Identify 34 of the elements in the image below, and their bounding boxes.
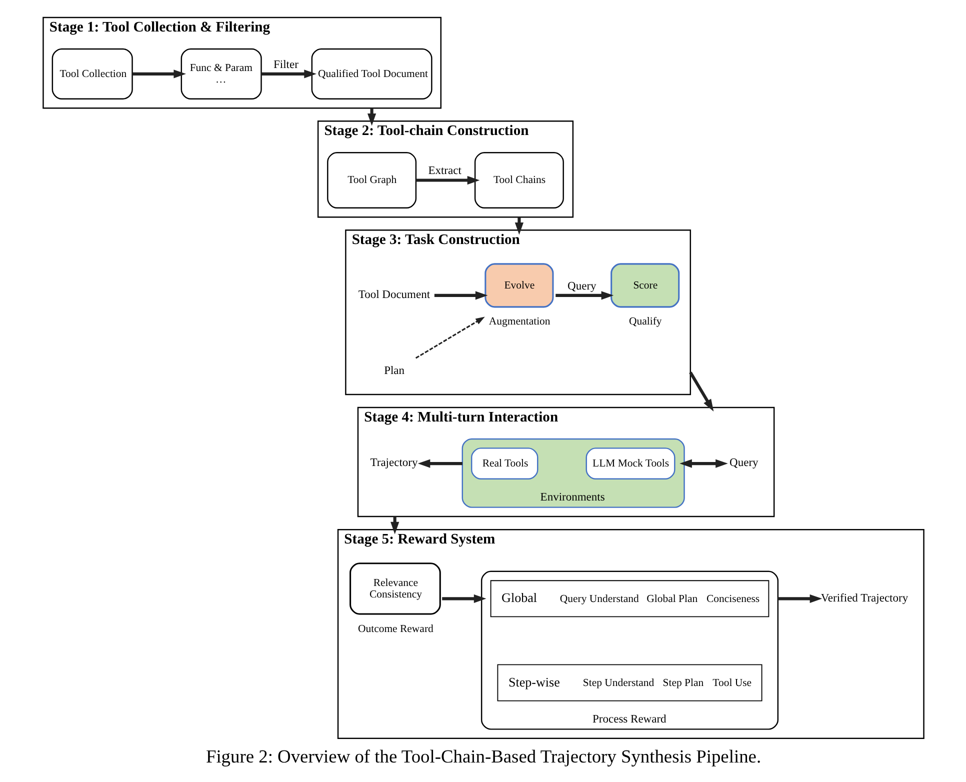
arrow [417, 459, 462, 468]
node-box: Qualified Tool Document [310, 48, 432, 100]
node-box: Tool Chains [474, 152, 564, 209]
arrow [555, 291, 614, 300]
node-text: Verified Trajectory [820, 592, 908, 604]
arrow [442, 594, 486, 603]
node-box: Tool Graph [326, 152, 416, 209]
node-box: LLM Mock Tools [585, 448, 675, 480]
node-label: Outcome Reward [357, 622, 433, 635]
cluster [480, 570, 778, 730]
node-box: Real Tools [470, 448, 538, 480]
node-text: Query [729, 457, 758, 470]
arrow [434, 291, 488, 300]
arrow [777, 594, 822, 603]
arrow [414, 316, 484, 359]
edge-label: Extract [428, 165, 461, 178]
edge-label: Filter [273, 58, 298, 71]
node-label: Augmentation [488, 316, 550, 328]
arrow [416, 176, 480, 185]
node-text: Tool Document [358, 289, 430, 302]
node-label: Qualify [628, 316, 662, 328]
node-box: Step-wise Step Understand Step Plan Tool Use [496, 664, 762, 702]
arrow [260, 70, 316, 78]
edge-label: Query [567, 280, 596, 292]
node-box: Func & Param … [180, 48, 262, 100]
arrow [679, 459, 728, 468]
node-text: Plan [384, 365, 404, 378]
node-box: Global Query Understand Global Plan Conciseness [490, 580, 769, 618]
node-text: Trajectory [370, 457, 418, 470]
arrow [132, 70, 186, 78]
node-box: Tool Collection [51, 48, 132, 100]
node-label: Process Reward [592, 713, 666, 726]
arrow [688, 372, 714, 412]
caption: Figure 2: Overview of the Tool-Chain-Based Trajectory Synthesis Pipeline. [205, 746, 761, 766]
